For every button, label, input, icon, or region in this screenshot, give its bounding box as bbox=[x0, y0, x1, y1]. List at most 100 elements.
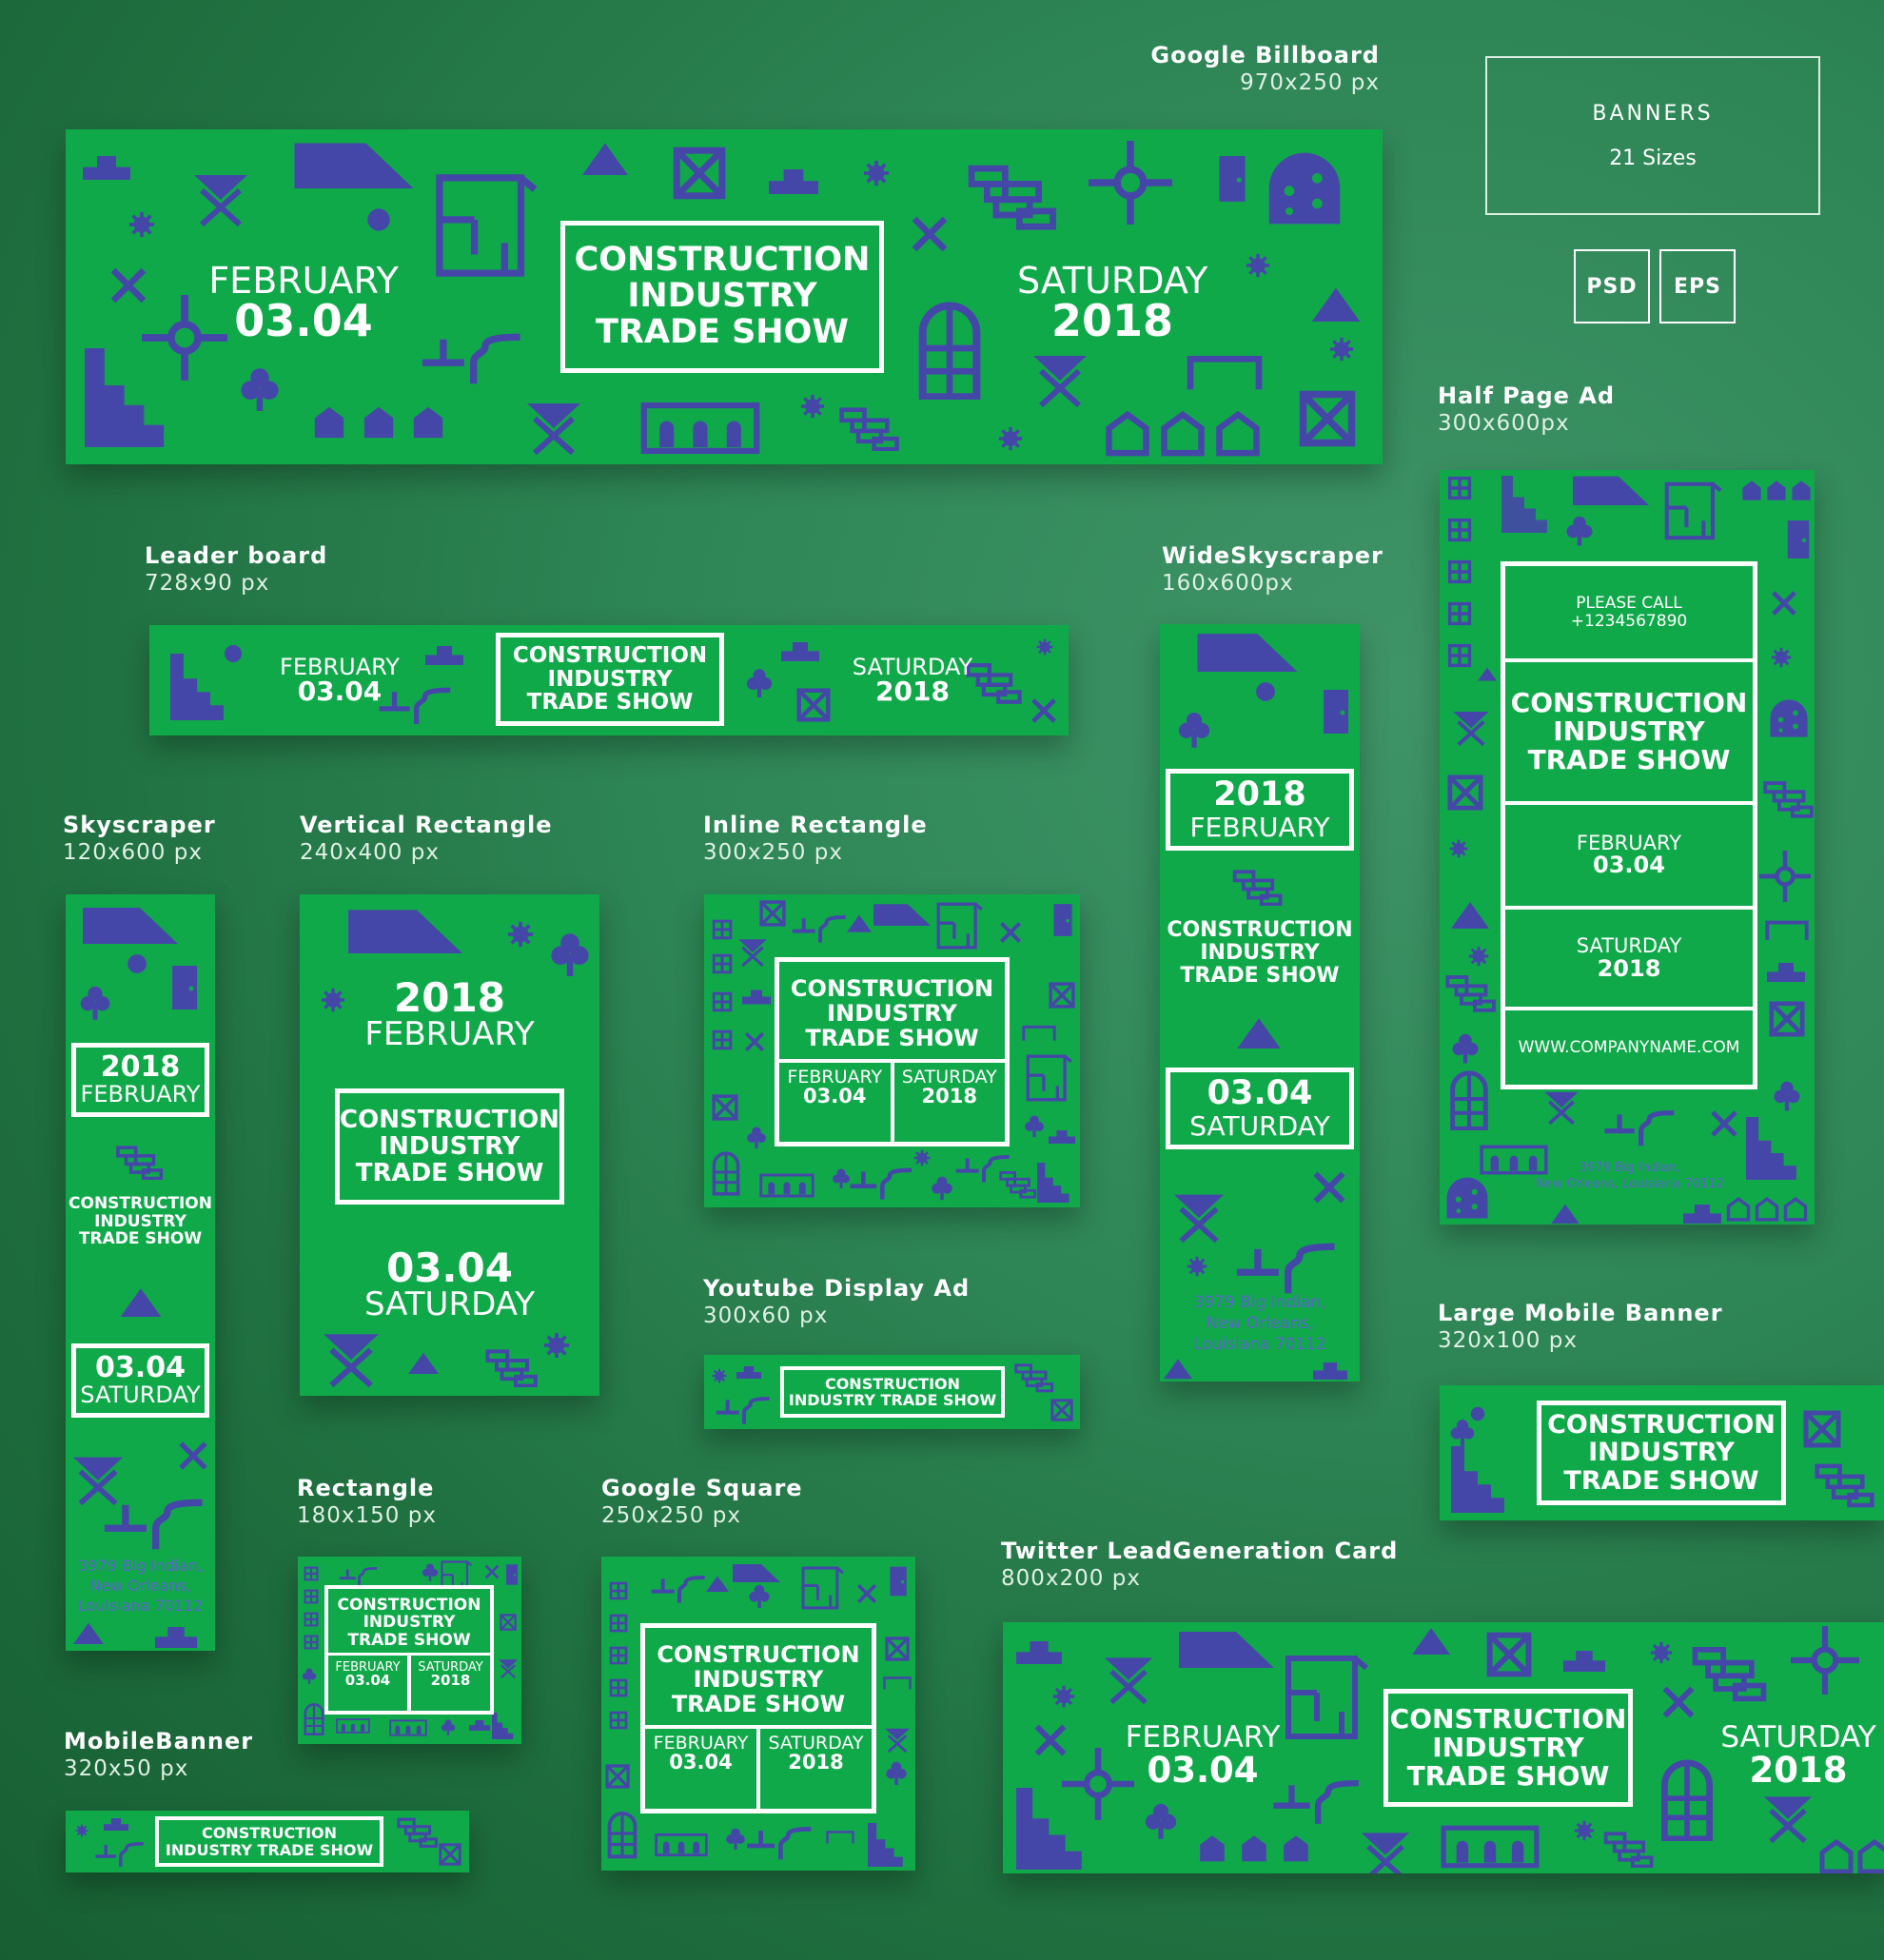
title-lines: CONSTRUCTION INDUSTRY TRADE SHOW bbox=[791, 962, 993, 1059]
title-line-1: CONSTRUCTION bbox=[657, 1641, 860, 1668]
label-twitter: Twitter LeadGeneration Card 800x200 px bbox=[1001, 1538, 1398, 1591]
eps-tag[interactable]: EPS bbox=[1659, 249, 1736, 323]
title-line-1: CONSTRUCTION bbox=[824, 1374, 961, 1393]
weekday-text: SATURDAY bbox=[852, 654, 973, 680]
banner-skyscraper[interactable]: 2018 FEBRUARY CONSTRUCTION INDUSTRY TRAD… bbox=[66, 894, 215, 1651]
year-box: 2018 FEBRUARY bbox=[71, 1043, 209, 1117]
title-line-2: INDUSTRY bbox=[1588, 1438, 1735, 1468]
month-text: FEBRUARY bbox=[80, 1081, 201, 1108]
weekday-text: SATURDAY bbox=[1017, 260, 1208, 302]
title-line-1: CONSTRUCTION bbox=[340, 1105, 559, 1134]
title-line-1: CONSTRUCTION bbox=[512, 642, 708, 668]
title-line-3: TRADE SHOW bbox=[671, 1690, 846, 1717]
month-text: FEBRUARY bbox=[1576, 831, 1682, 854]
title-line-3: TRADE SHOW bbox=[347, 1630, 471, 1650]
title-box: CONSTRUCTION INDUSTRY TRADE SHOW bbox=[335, 1088, 564, 1205]
label-large-mobile: Large Mobile Banner 320x100 px bbox=[1438, 1300, 1723, 1353]
label-size: 728x90 px bbox=[145, 571, 270, 596]
month-text: FEBRUARY bbox=[364, 1015, 535, 1053]
banner-inline-rectangle[interactable]: CONSTRUCTION INDUSTRY TRADE SHOW FEBRUAR… bbox=[704, 894, 1080, 1207]
address-line-2: New Orleans, bbox=[89, 1576, 191, 1595]
title-line-3: TRADE SHOW bbox=[1406, 1760, 1610, 1793]
label-name: Google Square bbox=[601, 1475, 803, 1501]
title-line-3: TRADE SHOW bbox=[526, 690, 694, 715]
psd-tag[interactable]: PSD bbox=[1574, 249, 1650, 323]
label-size: 300x60 px bbox=[703, 1303, 829, 1328]
address-line-3: Louisiana 70112 bbox=[1193, 1335, 1326, 1355]
month-text: FEBRUARY bbox=[208, 260, 399, 302]
banner-large-mobile[interactable]: CONSTRUCTION INDUSTRY TRADE SHOW bbox=[1440, 1385, 1884, 1520]
title-line-1: CONSTRUCTION bbox=[1510, 686, 1748, 718]
date-text: 03.04 bbox=[234, 295, 373, 346]
title-box: CONSTRUCTION INDUSTRY TRADE SHOW bbox=[496, 633, 724, 726]
title-box: CONSTRUCTION INDUSTRY TRADE SHOW FEBRUAR… bbox=[775, 957, 1010, 1147]
year-text: 2018 bbox=[788, 1750, 844, 1774]
date-text: 03.04 bbox=[95, 1350, 186, 1384]
banner-google-billboard[interactable]: FEBRUARY 03.04 CONSTRUCTION INDUSTRY TRA… bbox=[66, 129, 1383, 464]
address-line-1: 3979 Big Indian, bbox=[78, 1557, 203, 1575]
banner-wide-skyscraper[interactable]: 2018 FEBRUARY CONSTRUCTION INDUSTRY TRAD… bbox=[1160, 624, 1360, 1382]
label-name: Leader board bbox=[145, 542, 328, 569]
website-cell[interactable]: WWW.COMPANYNAME.COM bbox=[1505, 1010, 1753, 1085]
title-line-1: CONSTRUCTION bbox=[1167, 918, 1353, 942]
label-name: Rectangle bbox=[297, 1475, 435, 1501]
title-line-3: TRADE SHOW bbox=[78, 1229, 203, 1249]
address: 3979 Big Indian, New Orleans, Louisiana … bbox=[1160, 1292, 1360, 1355]
label-half-page: Half Page Ad 300x600px bbox=[1438, 382, 1615, 436]
title-line-1: CONSTRUCTION bbox=[574, 241, 871, 280]
address-line-3: Louisiana 70112 bbox=[77, 1596, 204, 1615]
title-line-3: TRADE SHOW bbox=[805, 1024, 979, 1051]
title-box: CONSTRUCTION INDUSTRY TRADE SHOW bbox=[1384, 1689, 1633, 1807]
title-line-1: CONSTRUCTION bbox=[69, 1194, 212, 1213]
banner-youtube[interactable]: CONSTRUCTION INDUSTRY TRADE SHOW bbox=[704, 1355, 1080, 1429]
banner-half-page[interactable]: PLEASE CALL +1234567890 CONSTRUCTION IND… bbox=[1440, 470, 1815, 1225]
date-text: 03.04 bbox=[669, 1750, 733, 1774]
date-box: 03.04 SATURDAY bbox=[1166, 1068, 1354, 1149]
day-block: SATURDAY 2018 bbox=[1703, 1723, 1884, 1789]
date-text: 03.04 bbox=[803, 1084, 867, 1107]
label-size: 180x150 px bbox=[297, 1503, 437, 1528]
title-line-2: INDUSTRY bbox=[693, 1665, 824, 1693]
address-line-1: 3979 Big Indian, bbox=[1579, 1161, 1681, 1175]
date-text: 03.04 bbox=[297, 676, 383, 707]
day-block: SATURDAY 2018 bbox=[827, 656, 998, 705]
weekday-text: SATURDAY bbox=[768, 1732, 864, 1754]
title-cell: CONSTRUCTION INDUSTRY TRADE SHOW bbox=[1505, 662, 1753, 805]
banner-rectangle[interactable]: CONSTRUCTION INDUSTRY TRADE SHOW FEBRUAR… bbox=[298, 1557, 521, 1744]
day-cell: SATURDAY 2018 bbox=[1505, 910, 1753, 1011]
date-text: 03.04 bbox=[386, 1245, 513, 1291]
pattern-icons bbox=[66, 908, 215, 1648]
title-line-3: TRADE SHOW bbox=[1180, 964, 1340, 989]
label-wide-skyscraper: WideSkyscraper 160x600px bbox=[1162, 542, 1384, 596]
label-google-billboard: Google Billboard 970x250 px bbox=[1094, 42, 1380, 95]
banner-vertical-rectangle[interactable]: 2018 FEBRUARY CONSTRUCTION INDUSTRY TRAD… bbox=[300, 894, 599, 1396]
date-block: FEBRUARY 03.04 bbox=[254, 656, 425, 705]
year-text: 2018 bbox=[921, 1084, 977, 1107]
address-line-2: New Orleans, bbox=[1206, 1314, 1314, 1334]
weekday-text: SATURDAY bbox=[901, 1066, 997, 1088]
label-name: Inline Rectangle bbox=[703, 812, 928, 838]
info-heading: BANNERS bbox=[1592, 102, 1714, 126]
banner-mobile[interactable]: CONSTRUCTION INDUSTRY TRADE SHOW bbox=[66, 1811, 469, 1872]
title-line-3: TRADE SHOW bbox=[355, 1159, 544, 1188]
banner-google-square[interactable]: CONSTRUCTION INDUSTRY TRADE SHOW FEBRUAR… bbox=[601, 1557, 915, 1871]
title-line-3: TRADE SHOW bbox=[1563, 1465, 1759, 1496]
website-text[interactable]: WWW.COMPANYNAME.COM bbox=[1518, 1037, 1740, 1057]
banner-twitter[interactable]: FEBRUARY 03.04 CONSTRUCTION INDUSTRY TRA… bbox=[1003, 1622, 1884, 1873]
title-block: CONSTRUCTION INDUSTRY TRADE SHOW bbox=[1160, 918, 1360, 989]
label-size: 120x600 px bbox=[63, 840, 203, 865]
label-name: MobileBanner bbox=[64, 1728, 254, 1754]
year-text: 2018 bbox=[1597, 954, 1661, 982]
address: 3979 Big Indian, New Orleans, Louisiana … bbox=[66, 1557, 215, 1616]
title-line-2: INDUSTRY bbox=[363, 1613, 456, 1633]
weekday-text: SATURDAY bbox=[1576, 934, 1682, 958]
info-count: 21 Sizes bbox=[1609, 147, 1697, 170]
label-skyscraper: Skyscraper 120x600 px bbox=[63, 812, 216, 865]
banner-leaderboard[interactable]: FEBRUARY 03.04 CONSTRUCTION INDUSTRY TRA… bbox=[149, 625, 1069, 735]
date-cell: FEBRUARY 03.04 bbox=[1505, 805, 1753, 911]
title-line-1: CONSTRUCTION bbox=[1389, 1702, 1627, 1735]
